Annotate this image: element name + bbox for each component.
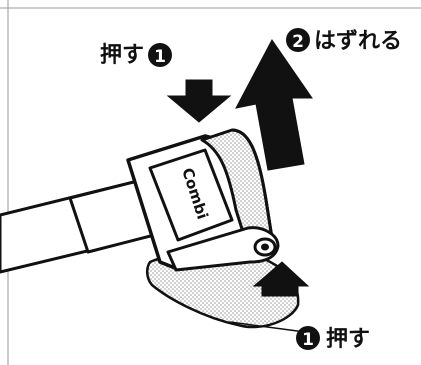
pointer-line (229, 321, 306, 333)
label-bottom-text: 押す (326, 326, 370, 352)
label-top: 押す 1 (100, 42, 172, 68)
buckle (126, 128, 280, 272)
release-arrow (235, 39, 313, 171)
step-badge-top (148, 43, 172, 67)
label-top-text: 押す (100, 42, 144, 68)
step-badge-right (286, 28, 310, 52)
label-right: 2 はずれる (286, 28, 402, 54)
label-right-text: はずれる (314, 29, 402, 54)
step-badge-right-number: 2 (292, 32, 304, 52)
step-badge-bottom-number: 1 (302, 330, 314, 350)
press-arrow-bottom (252, 261, 310, 297)
label-bottom: 1 押す (296, 326, 370, 352)
press-arrow-top (166, 79, 232, 123)
step-badge-bottom (296, 326, 320, 350)
step-badge-top-number: 1 (154, 47, 166, 67)
